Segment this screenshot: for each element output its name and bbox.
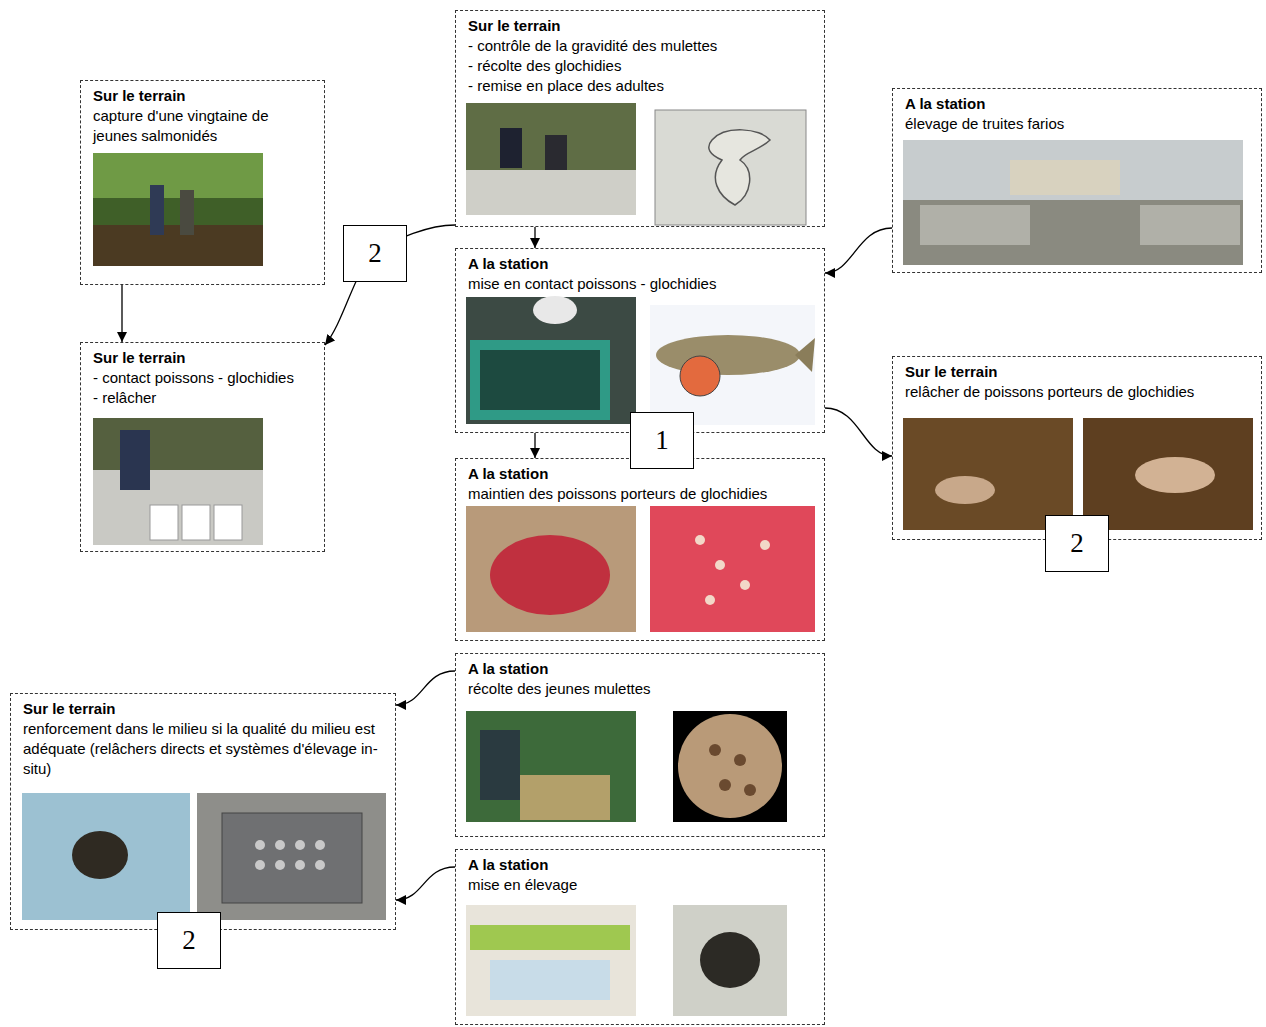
box-text: mise en contact poissons - glochidies xyxy=(468,274,812,294)
box-heading: Sur le terrain xyxy=(468,16,812,36)
photo xyxy=(93,418,263,545)
step-box: Sur le terrainrenforcement dans le milie… xyxy=(10,693,396,930)
box-heading: Sur le terrain xyxy=(93,86,312,106)
box-text: - contrôle de la gravidité des mulettes xyxy=(468,36,812,56)
step-box: Sur le terrainrelâcher de poissons porte… xyxy=(892,356,1262,540)
box-text: mise en élevage xyxy=(468,875,812,895)
connector-arrow xyxy=(825,228,892,273)
step-box: A la stationrécolte des jeunes mulettes xyxy=(455,653,825,837)
callout-number: 2 xyxy=(343,225,407,282)
step-box: A la stationmise en élevage xyxy=(455,849,825,1025)
connector-arrow xyxy=(534,227,535,248)
step-box: A la stationmaintien des poissons porteu… xyxy=(455,458,825,641)
box-heading: Sur le terrain xyxy=(23,699,383,719)
box-heading: A la station xyxy=(468,254,812,274)
micrograph xyxy=(22,793,386,920)
step-box: A la stationmise en contact poissons - g… xyxy=(455,248,825,433)
box-text: - relâcher xyxy=(93,388,312,408)
step-box: Sur le terrain- contact poissons - gloch… xyxy=(80,342,325,552)
box-heading: A la station xyxy=(468,659,812,679)
photo xyxy=(466,506,815,632)
box-heading: A la station xyxy=(468,855,812,875)
box-text: renforcement dans le milieu si la qualit… xyxy=(23,719,383,779)
photo xyxy=(466,296,636,424)
illustration xyxy=(650,305,815,425)
micrograph xyxy=(655,110,806,225)
photo xyxy=(903,140,1243,265)
callout-number: 1 xyxy=(630,412,694,469)
photo xyxy=(466,711,636,822)
connector-arrow xyxy=(325,225,455,345)
photo xyxy=(903,418,1253,530)
callout-number: 2 xyxy=(157,912,221,969)
connector-arrow xyxy=(396,671,455,705)
box-text: relâcher de poissons porteurs de glochid… xyxy=(905,382,1249,402)
box-text: maintien des poissons porteurs de glochi… xyxy=(468,484,812,504)
photo xyxy=(466,103,636,215)
box-heading: Sur le terrain xyxy=(905,362,1249,382)
box-text: - contact poissons - glochidies xyxy=(93,368,312,388)
box-text: capture d'une vingtaine de jeunes salmon… xyxy=(93,106,312,146)
connector-arrow xyxy=(825,408,892,456)
connector-arrow xyxy=(121,285,122,342)
micrograph xyxy=(673,711,787,822)
box-text: - remise en place des adultes xyxy=(468,76,812,96)
connector-arrow xyxy=(534,433,535,458)
box-heading: A la station xyxy=(905,94,1249,114)
photo xyxy=(466,905,787,1016)
connector-arrow xyxy=(396,867,455,900)
box-text: récolte des jeunes mulettes xyxy=(468,679,812,699)
photo xyxy=(93,153,263,266)
step-box: Sur le terraincapture d'une vingtaine de… xyxy=(80,80,325,285)
callout-number: 2 xyxy=(1045,515,1109,572)
box-heading: Sur le terrain xyxy=(93,348,312,368)
step-box: Sur le terrain- contrôle de la gravidité… xyxy=(455,10,825,227)
box-text: élevage de truites farios xyxy=(905,114,1249,134)
step-box: A la stationélevage de truites farios xyxy=(892,88,1262,273)
box-text: - récolte des glochidies xyxy=(468,56,812,76)
